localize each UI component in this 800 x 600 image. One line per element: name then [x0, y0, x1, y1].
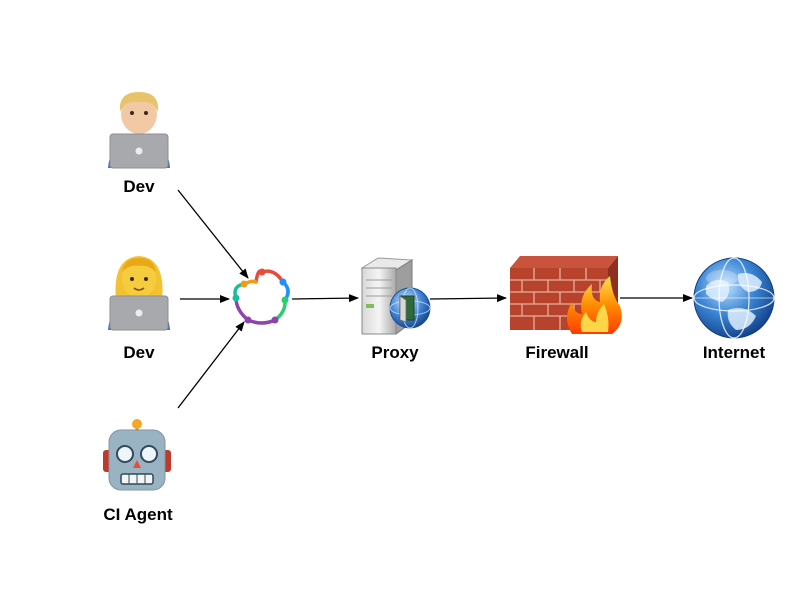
woman-technologist-icon — [108, 256, 170, 331]
proxy-label: Proxy — [371, 343, 419, 362]
dev2-label: Dev — [123, 343, 155, 362]
man-technologist-icon — [108, 92, 170, 169]
pipeline-loop-icon — [232, 268, 290, 325]
firewall-label: Firewall — [525, 343, 589, 362]
dev1-label: Dev — [123, 177, 155, 196]
arrow-proxy-to-firewall — [429, 294, 507, 303]
arrow-hub-to-proxy — [291, 294, 359, 303]
proxy-server-icon — [360, 257, 431, 335]
arrow-ci-agent-to-hub — [177, 321, 245, 409]
firewall-icon — [510, 256, 622, 334]
arrow-dev1-to-hub — [177, 189, 249, 279]
globe-icon — [693, 257, 775, 339]
internet-label: Internet — [702, 343, 766, 362]
arrows — [177, 189, 693, 409]
ci-agent-label: CI Agent — [103, 505, 173, 524]
robot-icon — [103, 419, 171, 491]
